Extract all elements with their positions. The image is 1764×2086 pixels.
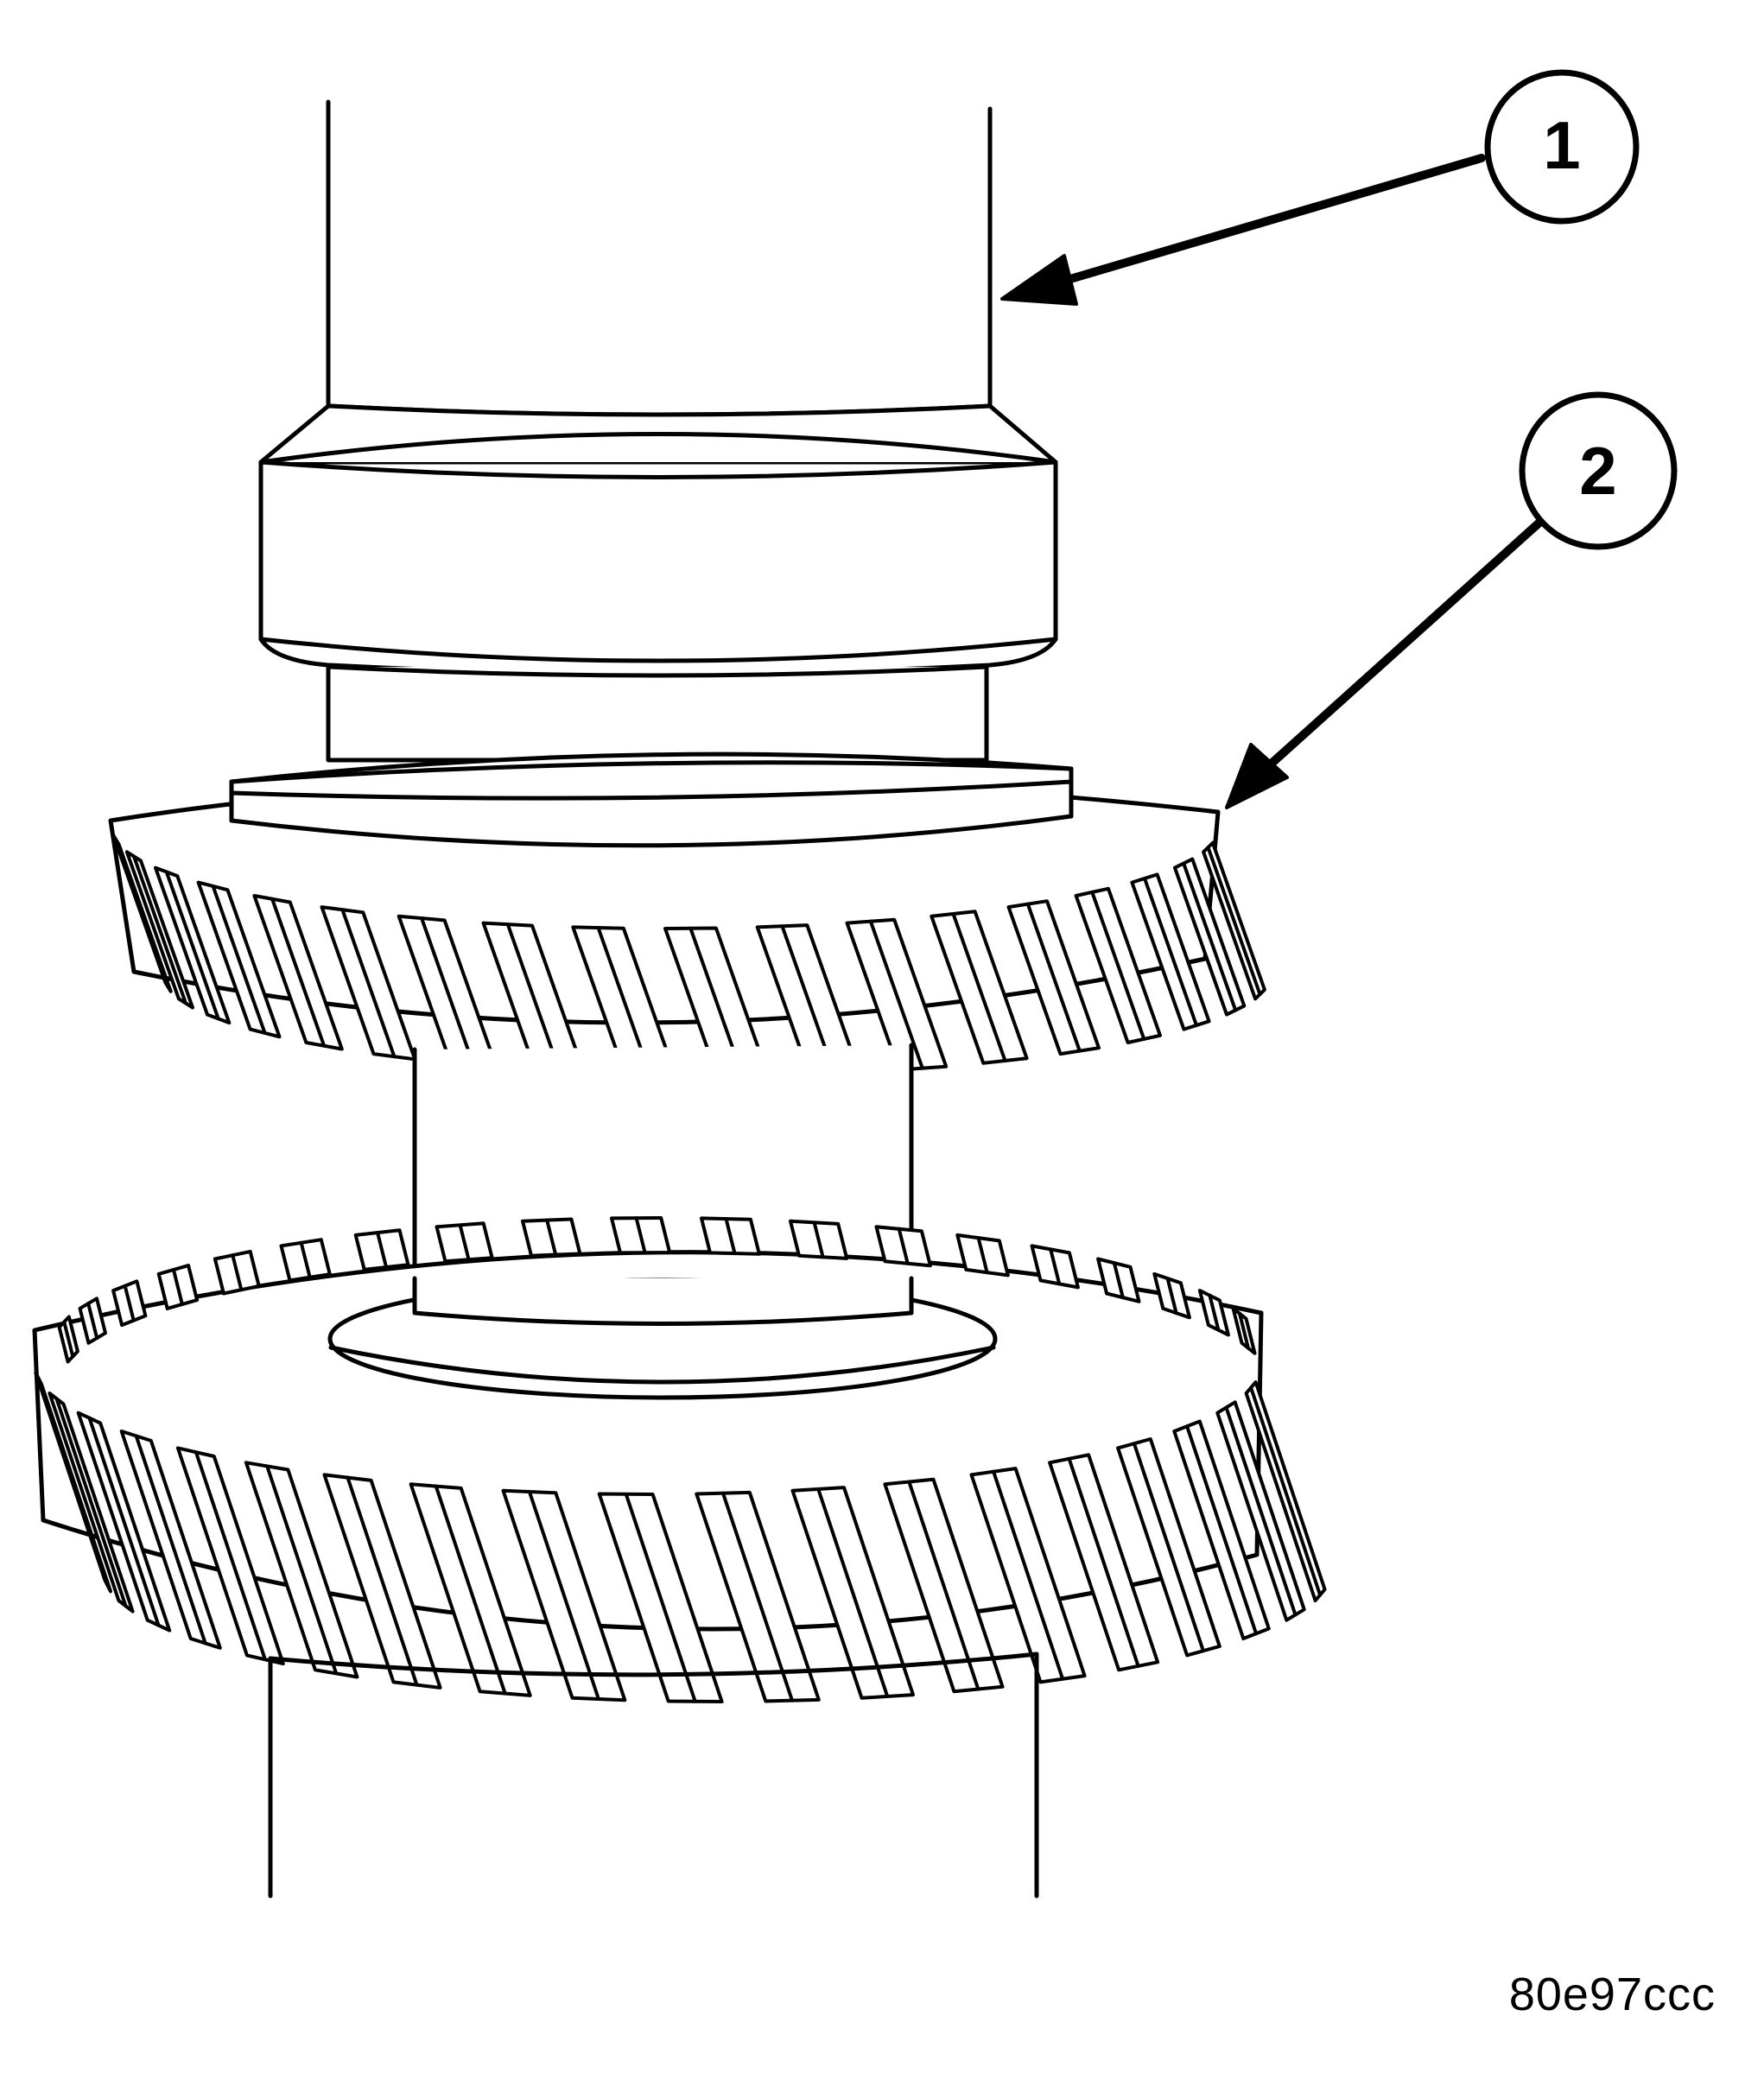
lower-gear-back-tooth-edge [123,1284,136,1322]
upper-helical-gear [108,751,1266,1077]
upper-gear-teeth [111,834,1266,1077]
shaft-collar [258,403,1058,676]
lower-gear-tooth-edge [194,1450,267,1662]
callout-1-circle [1484,69,1640,225]
shaft-neck [326,664,989,763]
upper-gear-tooth-edge [868,919,924,1070]
upper-gear-tooth-edge [114,838,170,989]
callout-2-circle [1519,391,1678,550]
lower-gear-tooth-edge [1067,1456,1140,1668]
lower-gear-back-tooth-edge [1238,1311,1250,1350]
lower-gear-teeth [34,1371,1327,1703]
upper-gear-tooth-edge [1182,861,1238,1012]
upper-gear-tooth-edge [505,923,562,1074]
upper-gear-tooth-edge [132,854,187,1005]
lower-gear-back-tooth-edge [62,1320,75,1359]
lower-gear-back-tooth-edge [812,1221,825,1259]
lower-gear-tooth-edge [36,1376,110,1588]
lower-gear-tooth-edge [1224,1405,1298,1617]
lower-gear-tooth-edge [624,1492,697,1703]
lower-shaft [268,1652,1039,1899]
lower-gear-back-tooth-edge [897,1227,910,1265]
lower-gear-back-tooth-edge [1165,1277,1178,1316]
lower-gear-back-tooth-edge [458,1223,471,1262]
upper-gear-tooth-edge [420,916,476,1068]
upper-shaft [326,99,993,417]
upper-gear-tooth-edge [164,870,220,1021]
lower-gear-tooth-edge [816,1487,890,1698]
upper-gear-tooth-edge [951,912,1007,1062]
lower-gear-tooth-edge [721,1491,794,1702]
lower-gear-tooth-edge [527,1490,600,1701]
lower-gear-back-tooth-edge [545,1218,558,1257]
lower-gear-tooth-edge [1249,1385,1323,1597]
lower-helical-gear [32,1216,1327,1703]
lower-gear-back-tooth-edge [634,1216,647,1255]
lower-gear-tooth-edge [265,1464,339,1676]
callout-1: 1 [1000,69,1640,306]
lower-gear-tooth-edge [346,1475,419,1687]
upper-gear-tooth-edge [211,884,267,1035]
callout-2-number: 2 [1579,433,1616,509]
lower-gear-back-tooth-edge [231,1253,244,1292]
figure-id-label: 80e97ccc [1508,1969,1716,2020]
lower-gear-back-tooth-edge [724,1217,737,1256]
lower-gear-tooth-edge [54,1397,128,1608]
upper-gear-tooth-edge [1025,902,1082,1053]
lower-gear-back-tooth-edge [976,1236,989,1275]
lower-gear-back-tooth-edge [86,1302,99,1341]
lower-gear-back-tooth-edge [376,1231,389,1270]
upper-gear-tooth-edge [1206,846,1262,997]
lower-gear-back-tooth-edge [171,1268,184,1306]
lower-gear-back-tooth-edge [299,1240,312,1279]
lower-gear-tooth-edge [1132,1442,1205,1653]
lower-gear-back-tooth-edge [1049,1247,1062,1286]
upper-gear-tooth-edge [270,897,327,1048]
upper-gear-tooth-edge [1143,877,1198,1027]
lower-gear-tooth-edge [134,1434,207,1645]
lower-gear-tooth-edge [1185,1424,1259,1636]
lower-gear-tooth-edge [992,1469,1065,1681]
callout-1-number: 1 [1543,107,1580,183]
lower-gear-back-teeth [57,1216,1257,1364]
lower-gear-tooth-edge [434,1484,507,1696]
lower-gear-back-tooth-edge [1112,1261,1125,1300]
lower-gear-tooth-edge [87,1416,161,1627]
callout-2: 2 [1225,391,1678,809]
lower-gear-back-tooth-edge [1208,1293,1221,1332]
lower-gear-tooth-edge [907,1480,980,1691]
upper-gear-tooth-edge [1090,890,1146,1041]
upper-gear-tooth-edge [340,908,397,1059]
